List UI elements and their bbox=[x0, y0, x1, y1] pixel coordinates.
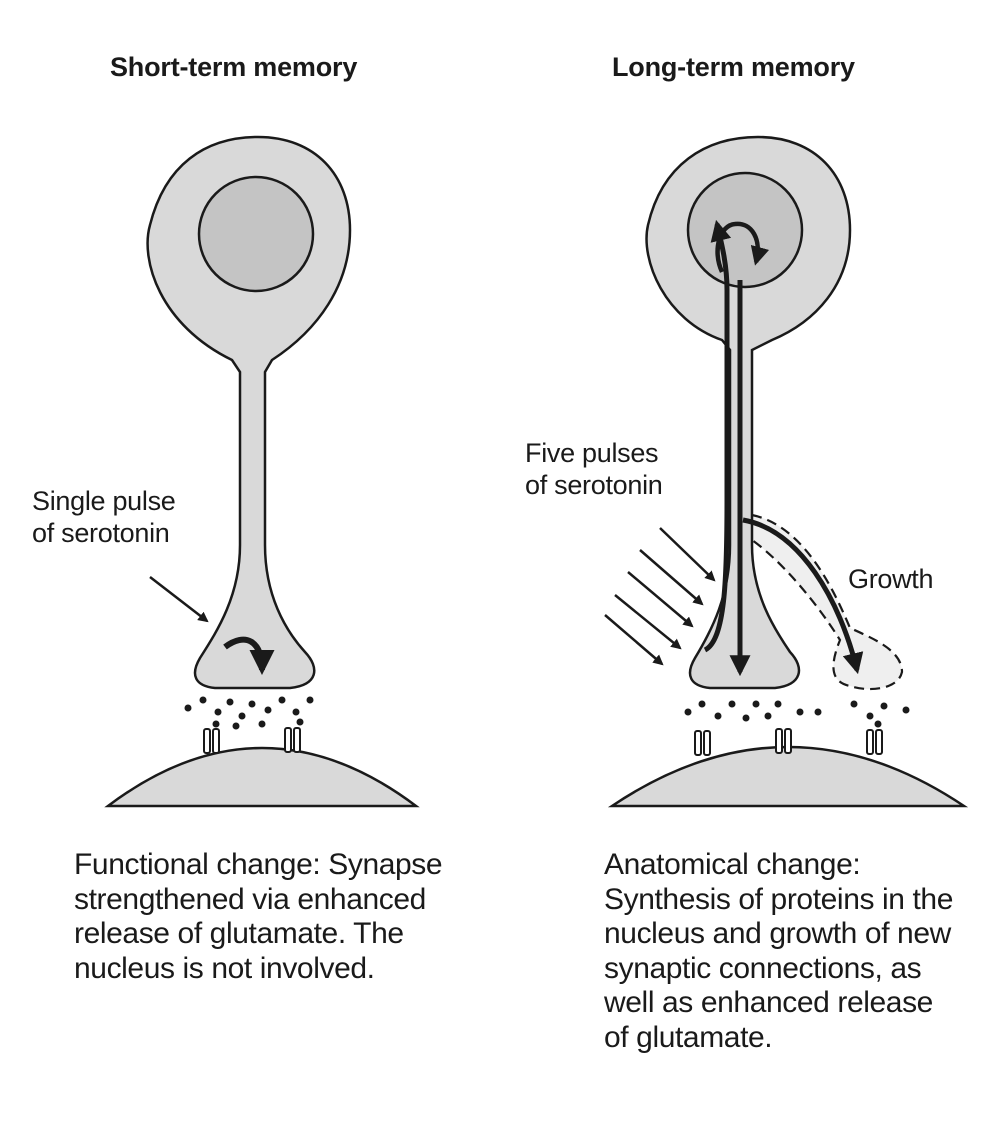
short-term-panel bbox=[104, 135, 420, 808]
serotonin-arrows-right bbox=[604, 527, 716, 666]
growth-arrow bbox=[742, 517, 864, 675]
receptors-right bbox=[694, 728, 883, 756]
five-pulses-label: Five pulses of serotonin bbox=[525, 438, 663, 500]
presynaptic-neuron-left bbox=[146, 135, 352, 690]
nucleus-right bbox=[686, 171, 804, 289]
short-term-title: Short-term memory bbox=[110, 52, 358, 82]
growth-label: Growth bbox=[848, 564, 934, 594]
single-pulse-label: Single pulse of serotonin bbox=[32, 486, 176, 548]
postsynaptic-cell-left bbox=[104, 746, 420, 808]
long-term-caption: Anatomical change: Synthesis of proteins… bbox=[604, 848, 954, 1054]
glutamate-vesicles-right bbox=[684, 700, 910, 728]
long-term-title: Long-term memory bbox=[612, 52, 855, 82]
postsynaptic-cell-right bbox=[607, 745, 969, 808]
nucleus-loop-arrow bbox=[715, 221, 770, 273]
nucleus-left bbox=[197, 175, 315, 293]
new-growth-outline bbox=[751, 513, 904, 691]
glutamate-vesicles-left bbox=[184, 696, 314, 730]
presynaptic-neuron-right bbox=[645, 135, 852, 690]
signal-up-arrow bbox=[703, 219, 732, 653]
receptors-left bbox=[203, 727, 301, 754]
serotonin-arrow-left bbox=[149, 576, 209, 623]
long-term-panel bbox=[604, 135, 969, 808]
signal-arrow-left bbox=[223, 636, 275, 676]
short-term-caption: Functional change: Synapse strengthened … bbox=[74, 848, 443, 985]
